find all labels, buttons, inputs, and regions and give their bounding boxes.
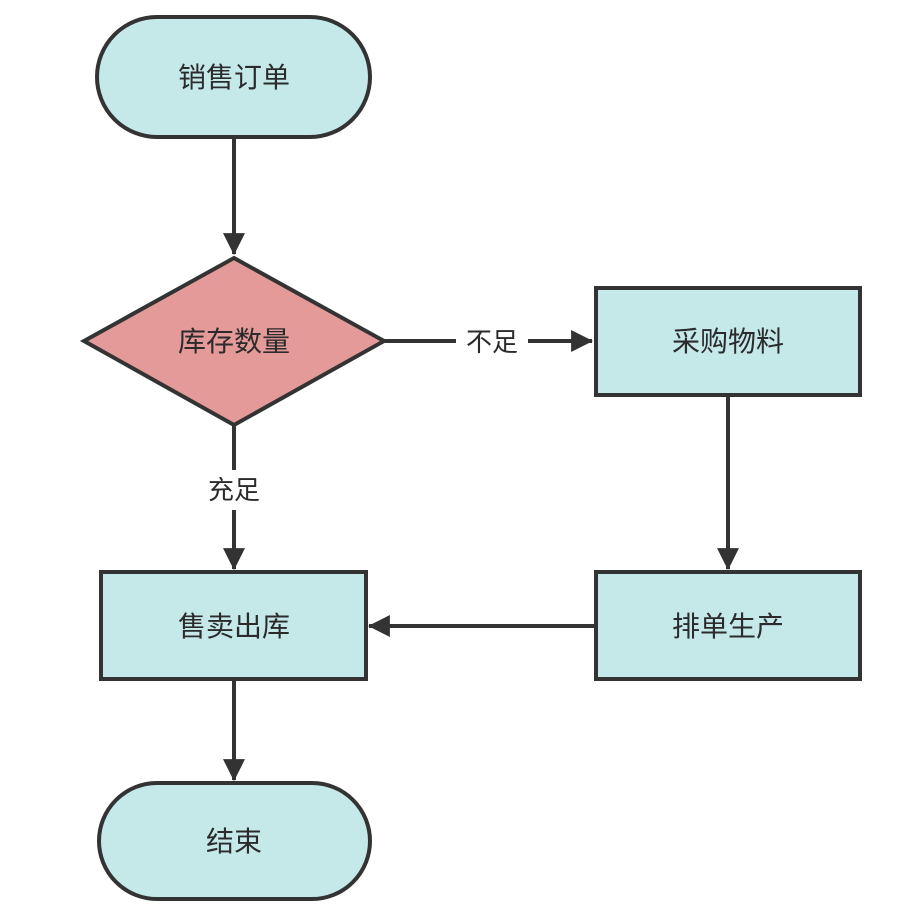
edges: 不足 充足: [198, 138, 739, 782]
terminal-shape: [97, 781, 372, 901]
terminal-shape: [95, 15, 372, 139]
node-production-schedule: 排单生产: [594, 570, 862, 681]
node-label-production-schedule: 排单生产: [672, 610, 784, 643]
process-shape: [99, 570, 368, 681]
node-inventory-check: 库存数量: [79, 255, 389, 428]
node-label-end: 结束: [206, 825, 262, 858]
process-shape: [594, 286, 862, 397]
node-end: 结束: [97, 781, 372, 901]
node-label-sales-outbound: 售卖出库: [178, 610, 290, 643]
node-sales-outbound: 售卖出库: [99, 570, 368, 681]
node-label-purchase-materials: 采购物料: [672, 325, 784, 358]
node-purchase-materials: 采购物料: [594, 286, 862, 397]
node-sales-order: 销售订单: [95, 15, 372, 139]
node-label-inventory-check: 库存数量: [178, 325, 290, 358]
edge-label-bg-sufficient: [198, 470, 270, 510]
decision-shape: [79, 255, 389, 428]
process-shape: [594, 570, 862, 681]
edge-label-insufficient: 不足: [466, 328, 518, 358]
edge-label-bg-insufficient: [456, 324, 528, 360]
edge-label-sufficient: 充足: [208, 476, 260, 506]
nodes: 销售订单 库存数量 采购物料 售卖出库 排单生产 结束: [79, 15, 862, 901]
node-label-sales-order: 销售订单: [178, 61, 290, 94]
